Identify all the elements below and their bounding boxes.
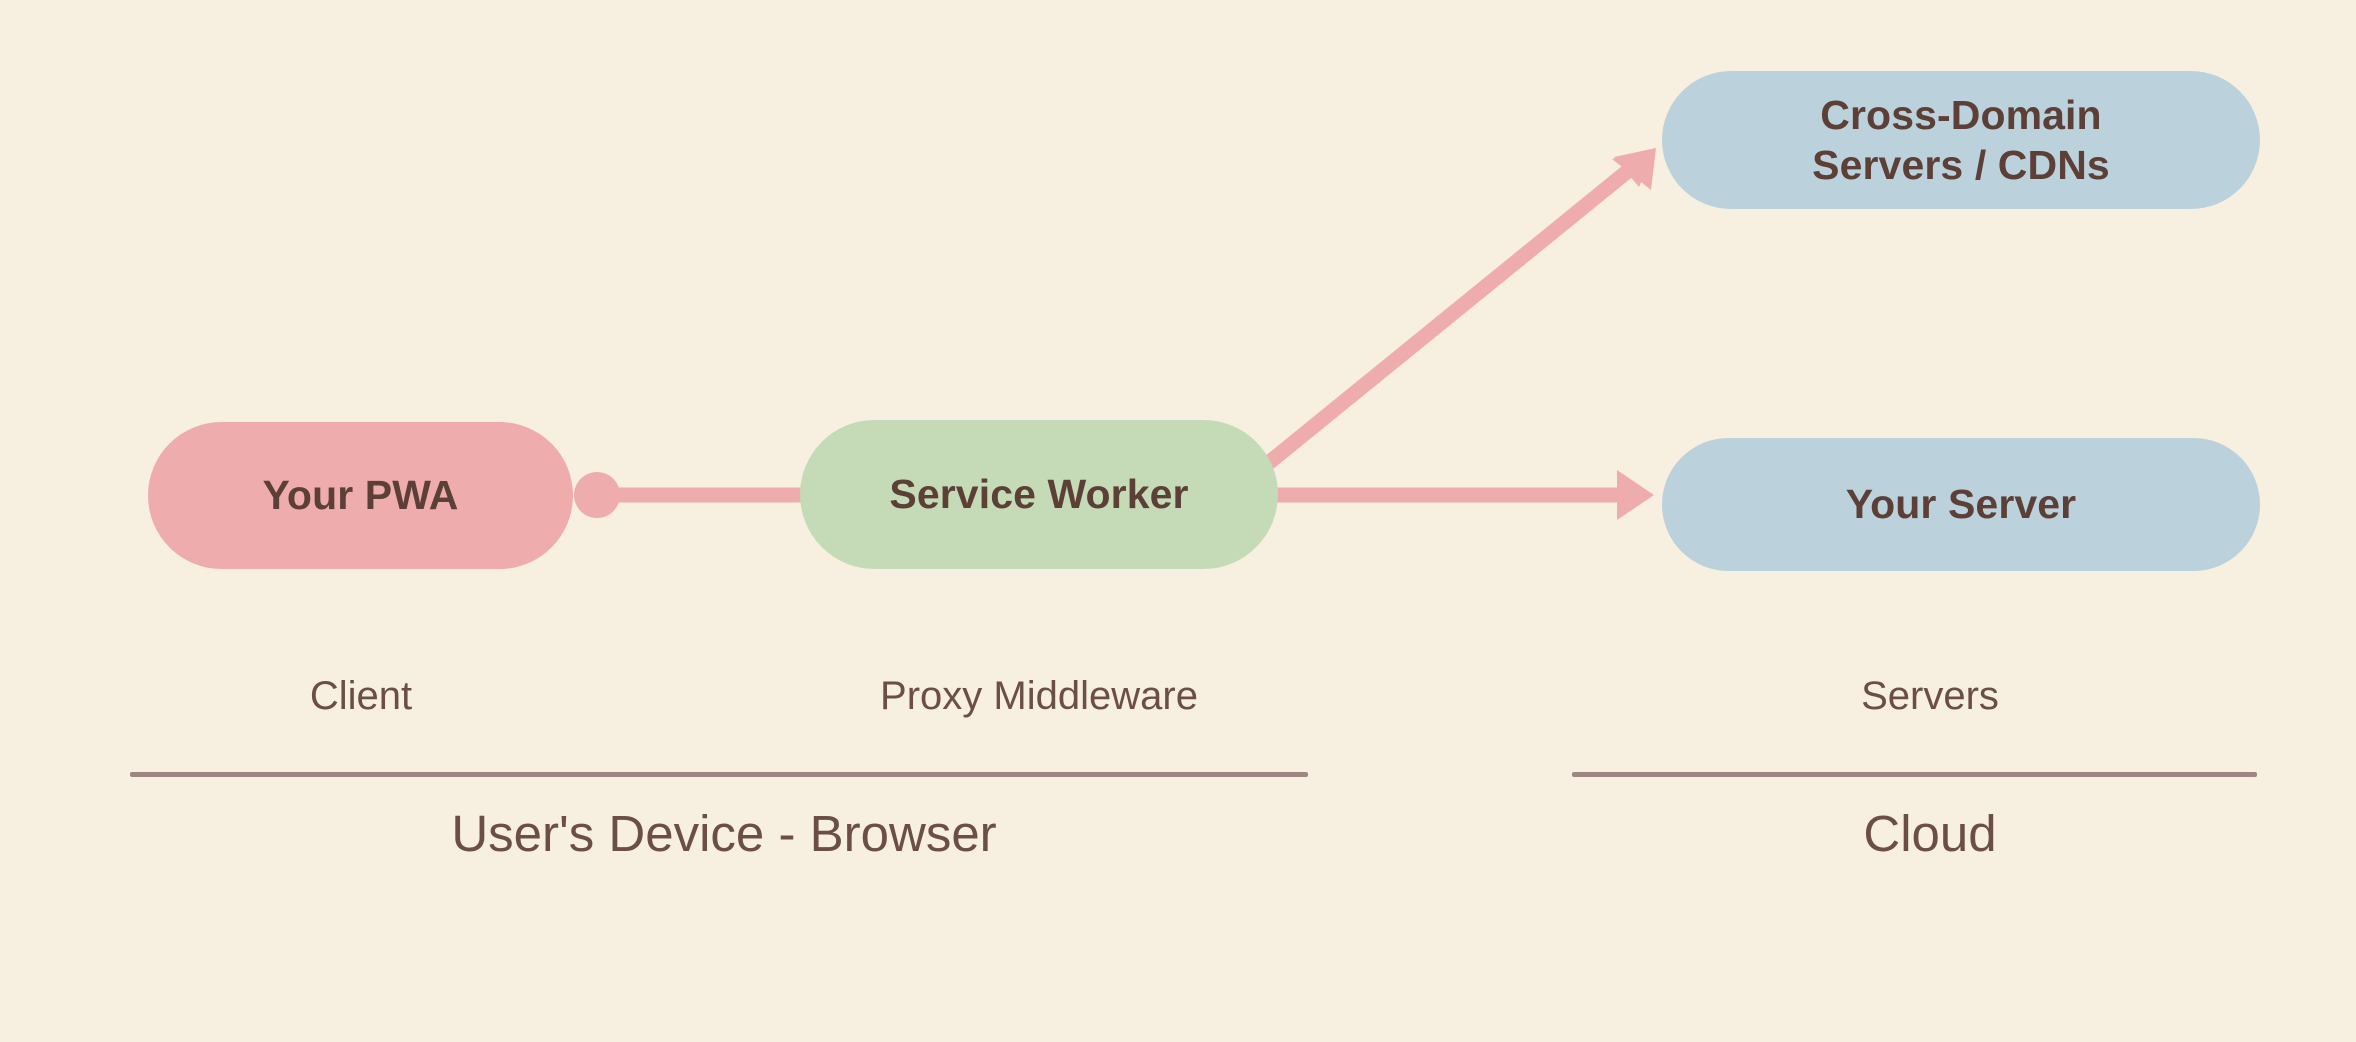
zone-title-cloud: Cloud bbox=[1863, 805, 1997, 862]
node-your-server[interactable]: Your Server bbox=[1662, 438, 2260, 571]
node-service-worker-label: Service Worker bbox=[889, 471, 1189, 517]
arrowhead-cross-domain-body-icon bbox=[1612, 148, 1656, 190]
node-cross-domain-servers[interactable]: Cross-Domain Servers / CDNs bbox=[1662, 71, 2260, 209]
connector-line-sw-crossdomain bbox=[1261, 160, 1639, 471]
node-your-pwa[interactable]: Your PWA bbox=[148, 422, 573, 569]
zone-caption-servers: Servers bbox=[1861, 674, 1999, 718]
connector-sw-to-your-server bbox=[1272, 470, 1654, 520]
connector-sw-to-cross-domain bbox=[1261, 148, 1656, 471]
zone-title-users-device: User's Device - Browser bbox=[451, 805, 997, 862]
node-service-worker[interactable]: Service Worker bbox=[800, 420, 1278, 569]
arrowhead-your-server-icon bbox=[1617, 470, 1654, 520]
node-your-server-label: Your Server bbox=[1845, 481, 2077, 527]
zone-divider-cloud bbox=[1572, 772, 2257, 777]
zone-caption-proxy-middleware: Proxy Middleware bbox=[880, 674, 1198, 718]
connector-pwa-to-service-worker bbox=[574, 472, 806, 518]
node-your-pwa-label: Your PWA bbox=[262, 472, 459, 518]
zone-divider-device bbox=[130, 772, 1308, 777]
node-cross-domain-label-line2: Servers / CDNs bbox=[1812, 142, 2110, 188]
zone-caption-client: Client bbox=[309, 674, 413, 718]
node-cross-domain-label-line1: Cross-Domain bbox=[1820, 91, 2102, 138]
